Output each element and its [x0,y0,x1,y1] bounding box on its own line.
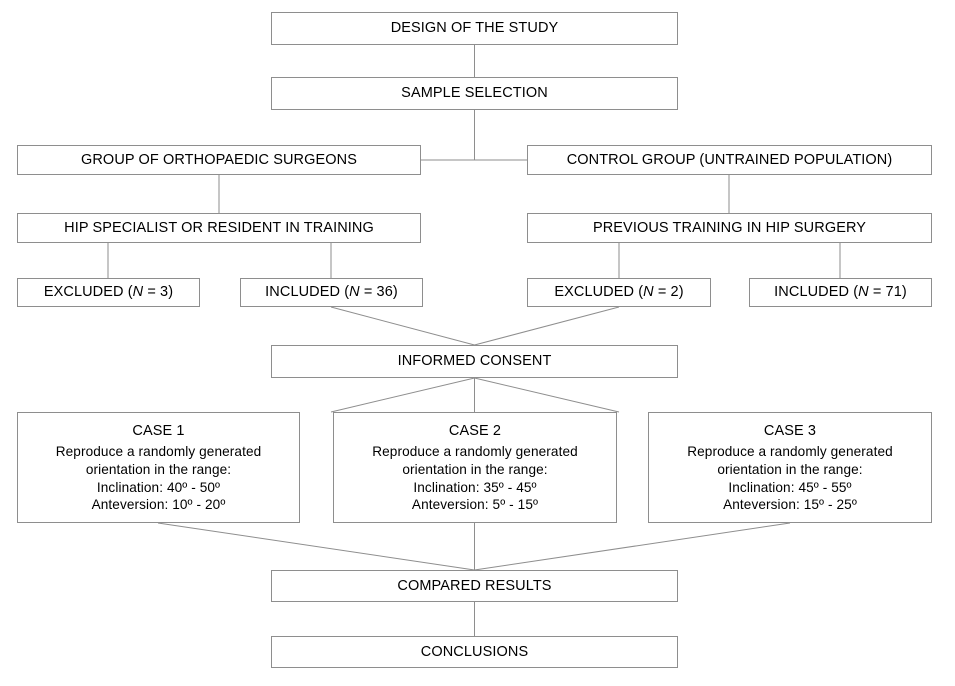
node-control-group[interactable]: CONTROL GROUP (UNTRAINED POPULATION) [527,145,932,175]
node-label: DESIGN OF THE STUDY [390,20,559,37]
node-hip-specialist-or-resident[interactable]: HIP SPECIALIST OR RESIDENT IN TRAINING [17,213,421,243]
node-sample-selection[interactable]: SAMPLE SELECTION [271,77,678,110]
case-description-line-1: Reproduce a randomly generated [55,443,262,459]
edge-consent-to-case1 [330,377,475,413]
included-prefix: INCLUDED ( [774,284,859,301]
node-excluded-n3[interactable]: EXCLUDED (N = 3) [17,278,200,307]
node-included-n71[interactable]: INCLUDED (N = 71) [749,278,932,307]
edge-case3-to-results [474,522,791,571]
node-label-group: EXCLUDED (N = 3) [44,284,173,301]
case-anteversion: Anteversion: 15º - 25º [723,497,857,513]
node-label: COMPARED RESULTS [397,577,552,594]
case-title: CASE 2 [448,423,502,439]
case-description-line-1: Reproduce a randomly generated [687,443,893,459]
variable-n: N [858,284,869,301]
node-excluded-n2[interactable]: EXCLUDED (N = 2) [527,278,711,307]
node-label: INFORMED CONSENT [397,353,552,370]
node-label: CONTROL GROUP (UNTRAINED POPULATION) [566,151,893,168]
node-informed-consent[interactable]: INFORMED CONSENT [271,345,678,378]
variable-n: N [349,284,360,301]
case-title: CASE 3 [763,423,817,439]
node-label: PREVIOUS TRAINING IN HIP SURGERY [592,219,867,236]
node-label-group: INCLUDED (N = 71) [774,284,907,301]
node-case-3[interactable]: CASE 3 Reproduce a randomly generated or… [648,412,932,523]
included-suffix: = 71) [868,284,907,301]
case-description-line-2: orientation in the range: [402,461,548,477]
node-case-2[interactable]: CASE 2 Reproduce a randomly generated or… [333,412,617,523]
node-included-n36[interactable]: INCLUDED (N = 36) [240,278,423,307]
node-compared-results[interactable]: COMPARED RESULTS [271,570,678,602]
case-inclination: Inclination: 45º - 55º [728,479,852,495]
node-label-group: INCLUDED (N = 36) [265,284,398,301]
edge-consent-to-case3 [474,377,620,413]
node-case-1[interactable]: CASE 1 Reproduce a randomly generated or… [17,412,300,523]
node-label: HIP SPECIALIST OR RESIDENT IN TRAINING [64,219,374,236]
case-inclination: Inclination: 40º - 50º [96,479,221,495]
node-conclusions[interactable]: CONCLUSIONS [271,636,678,668]
included-suffix: = 36) [359,284,398,301]
variable-n: N [643,284,654,301]
case-description-line-1: Reproduce a randomly generated [372,443,578,459]
excluded-prefix: EXCLUDED ( [43,284,133,301]
node-label: SAMPLE SELECTION [401,85,548,102]
node-design-of-the-study[interactable]: DESIGN OF THE STUDY [271,12,678,45]
excluded-suffix: = 2) [653,284,684,301]
case-anteversion: Anteversion: 10º - 20º [91,497,226,513]
node-label: CONCLUSIONS [420,643,529,660]
variable-n: N [132,284,144,301]
node-label: GROUP OF ORTHOPAEDIC SURGEONS [80,151,358,168]
case-inclination: Inclination: 35º - 45º [413,479,537,495]
case-anteversion: Anteversion: 5º - 15º [411,497,539,513]
case-description-line-2: orientation in the range: [717,461,863,477]
case-description-line-2: orientation in the range: [85,461,232,477]
excluded-prefix: EXCLUDED ( [554,284,644,301]
node-label-group: EXCLUDED (N = 2) [554,284,683,301]
node-group-of-orthopaedic-surgeons[interactable]: GROUP OF ORTHOPAEDIC SURGEONS [17,145,421,175]
edge-included36-to-consent [330,306,475,346]
case-title: CASE 1 [132,423,185,439]
excluded-suffix: = 3) [143,284,174,301]
edge-case1-to-results [157,522,475,571]
included-prefix: INCLUDED ( [265,284,350,301]
edge-excluded2-to-consent [474,306,620,346]
node-previous-training-hip-surgery[interactable]: PREVIOUS TRAINING IN HIP SURGERY [527,213,932,243]
